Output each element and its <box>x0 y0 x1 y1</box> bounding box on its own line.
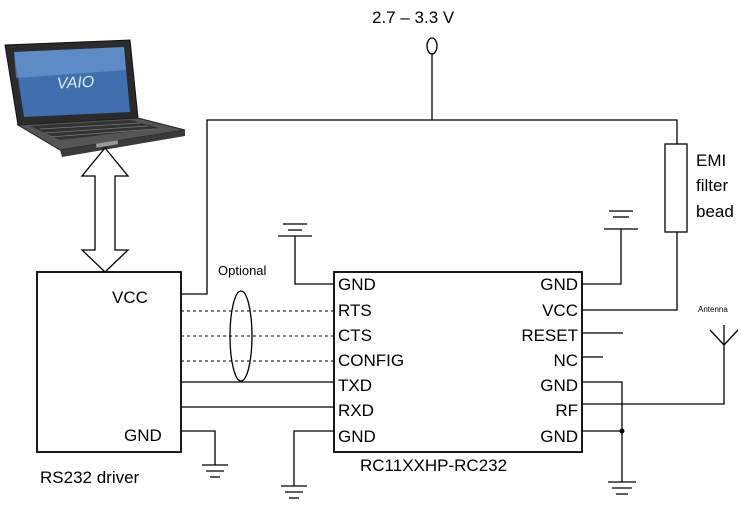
rf-wire <box>582 345 725 405</box>
rs232-gnd-label: GND <box>124 426 162 445</box>
antenna-icon <box>709 325 739 346</box>
emi-filter-bead <box>664 143 688 233</box>
module-pin-txd: TXD <box>338 376 372 395</box>
emi-label-line3: bead <box>696 202 734 221</box>
module-pin-nc: NC <box>553 351 578 370</box>
supply-terminal-icon <box>426 37 438 120</box>
module-right-gnd-symbol <box>582 210 638 285</box>
optional-grouping-ellipse <box>229 290 253 382</box>
junction-dot <box>619 428 625 434</box>
module-pin-left-gnd-top: GND <box>338 275 376 294</box>
module-vcc-wire <box>582 232 678 311</box>
supply-voltage-label: 2.7 – 3.3 V <box>372 8 455 27</box>
laptop-computer-icon: VAIO <box>4 39 186 157</box>
rs232-driver-caption: RS232 driver <box>40 468 140 487</box>
module-pin-right-gnd-mid: GND <box>540 376 578 395</box>
module-caption: RC11XXHP-RC232 <box>360 456 507 475</box>
rc11xxhp-module-box <box>333 271 583 453</box>
module-pin-rxd: RXD <box>338 401 374 420</box>
module-pin-right-gnd-bottom: GND <box>540 427 578 446</box>
rs232-driver-box <box>36 271 182 453</box>
optional-label: Optional <box>218 263 267 278</box>
bidirectional-link-arrow <box>80 146 130 273</box>
module-pin-config: CONFIG <box>338 351 404 370</box>
rs232-ground-symbol <box>181 430 228 478</box>
laptop-brand-logo: VAIO <box>56 74 94 93</box>
module-right-gnd-wire <box>582 381 623 482</box>
module-left-gnd-symbol <box>278 223 334 285</box>
module-right-bottom-gnd-symbol <box>608 481 636 495</box>
module-pin-reset: RESET <box>521 326 578 345</box>
module-pin-left-gnd-bottom: GND <box>338 427 376 446</box>
supply-rail-wire <box>181 119 678 295</box>
module-pin-rts: RTS <box>338 301 372 320</box>
module-bottom-left-gnd-symbol <box>281 430 334 499</box>
emi-label-line1: EMI <box>696 151 726 170</box>
module-pin-vcc: VCC <box>542 301 578 320</box>
module-pin-cts: CTS <box>338 326 372 345</box>
module-pin-rf: RF <box>555 401 578 420</box>
module-pin-right-gnd-top: GND <box>540 275 578 294</box>
antenna-label: Antenna <box>698 305 728 314</box>
rs232-vcc-label: VCC <box>112 288 148 307</box>
emi-label-line2: filter <box>696 176 728 195</box>
